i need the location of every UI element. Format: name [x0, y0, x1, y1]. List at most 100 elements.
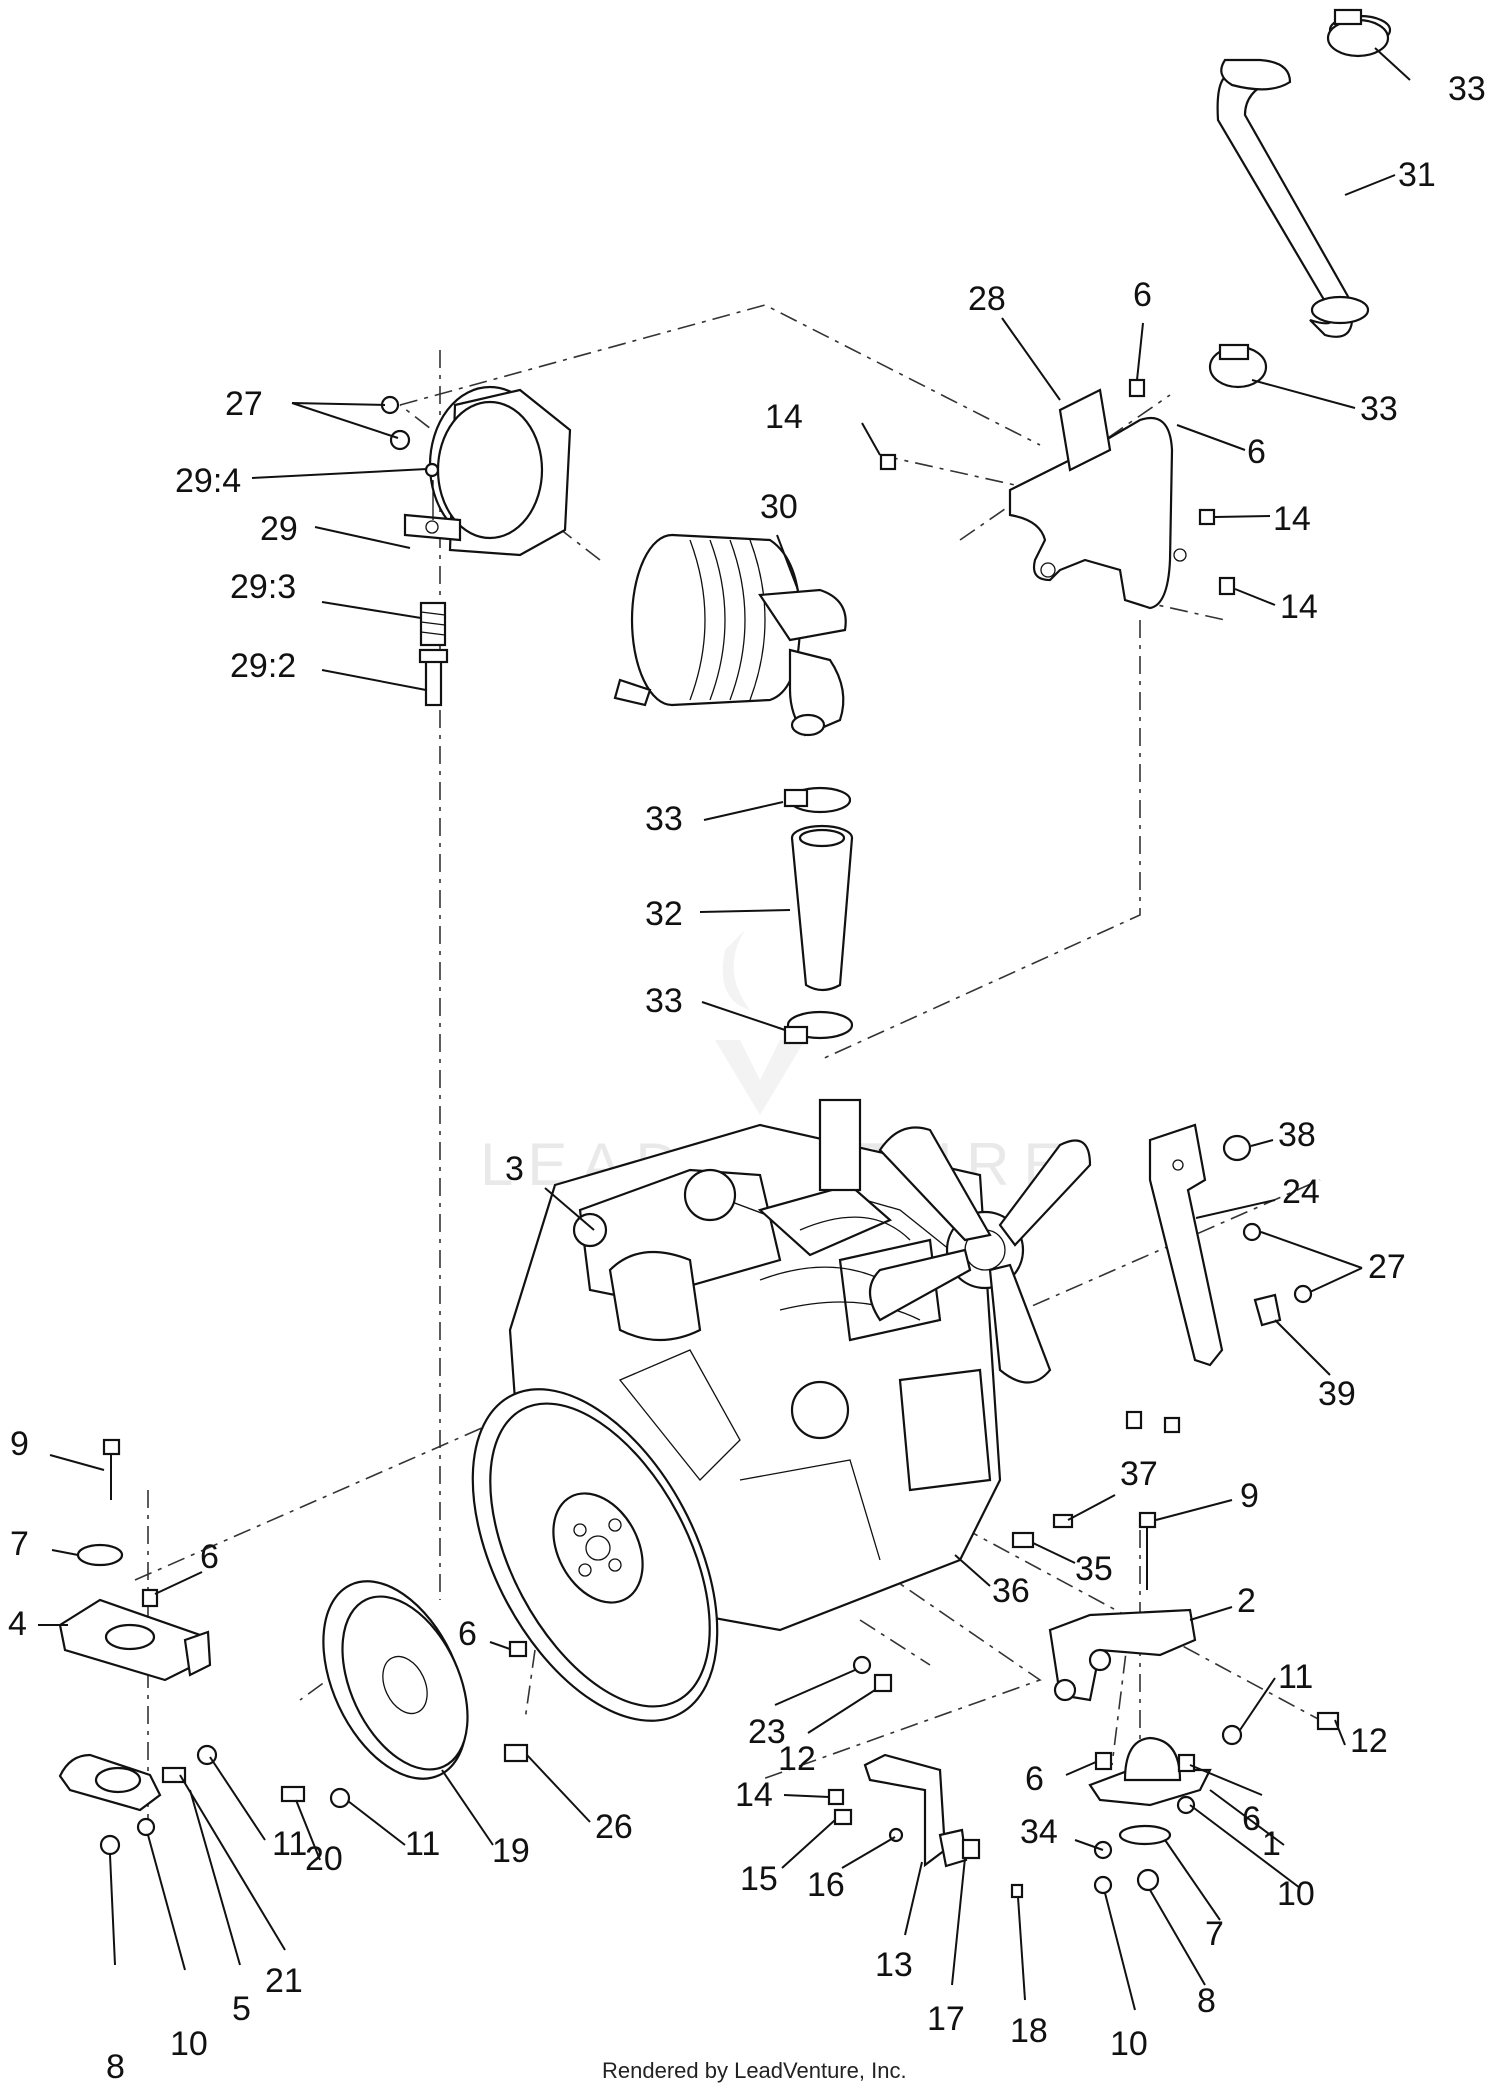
bolt-6-right-b — [1177, 1753, 1196, 1773]
callout-label: 11 — [272, 1825, 307, 1863]
callout-label: 31 — [1398, 156, 1436, 194]
callout-label: 8 — [1197, 1982, 1216, 2020]
fitting-35 — [1011, 1531, 1035, 1549]
callout-labels: 33 31 28 6 33 6 27 14 29:4 30 14 29 29:3… — [8, 70, 1486, 2086]
callout-label: 33 — [645, 800, 683, 838]
footer-credit: Rendered by LeadVenture, Inc. — [602, 2058, 907, 2083]
nut-8-left — [99, 1834, 121, 1856]
callout-label: 8 — [106, 2048, 125, 2086]
callout-label: 14 — [1273, 500, 1311, 538]
nut-27-c — [1242, 1222, 1262, 1242]
hose-clamp-mid — [783, 786, 852, 814]
bolt-21 — [161, 1766, 187, 1784]
callout-label: 11 — [1278, 1658, 1313, 1696]
callout-label: 15 — [740, 1860, 778, 1898]
callout-label: 1 — [1262, 1825, 1281, 1863]
air-cleaner-band — [403, 385, 572, 557]
callout-label: 13 — [875, 1946, 913, 1984]
callout-label: 14 — [735, 1776, 773, 1814]
callout-label: 33 — [645, 982, 683, 1020]
callout-label: 12 — [778, 1740, 816, 1778]
callout-label: 27 — [1368, 1248, 1406, 1286]
nut-27-d — [1293, 1284, 1313, 1304]
callout-label: 17 — [927, 2000, 965, 2038]
callout-label: 30 — [760, 488, 798, 526]
washer-7-right — [1118, 1824, 1172, 1846]
callout-label: 27 — [225, 385, 263, 423]
nut-17 — [961, 1838, 981, 1860]
engine-mount-right — [1088, 1736, 1212, 1807]
callout-label: 37 — [1120, 1455, 1158, 1493]
hose-clamp-lower — [783, 1010, 854, 1045]
callout-label: 14 — [765, 398, 803, 436]
callout-label: 35 — [1075, 1550, 1113, 1588]
callout-label: 26 — [595, 1808, 633, 1846]
callout-label: 3 — [505, 1150, 524, 1188]
bolt-14-c — [1218, 576, 1236, 596]
callout-label: 23 — [748, 1713, 786, 1751]
callout-label: 12 — [1350, 1722, 1388, 1760]
callout-label: 29 — [260, 510, 298, 548]
washer-29-4 — [424, 462, 440, 478]
bolt-14-a — [879, 453, 897, 471]
callout-label: 32 — [645, 895, 683, 933]
callout-label: 19 — [492, 1832, 530, 1870]
bolt-15 — [833, 1808, 853, 1826]
callout-label: 6 — [200, 1538, 219, 1576]
spring-29-3 — [419, 601, 447, 647]
callout-label: 10 — [1110, 2025, 1148, 2063]
callout-label: 20 — [305, 1840, 343, 1878]
callout-label: 33 — [1448, 70, 1486, 108]
bolt-9-left — [102, 1438, 121, 1500]
bolt-12-mid — [873, 1673, 893, 1693]
callout-label: 9 — [10, 1425, 29, 1463]
callout-label: 34 — [1020, 1813, 1058, 1851]
bolt-6-flywheel — [508, 1640, 528, 1658]
hose-clamp-upper-mid — [1208, 343, 1268, 389]
air-cleaner-bracket — [1008, 388, 1187, 610]
washer-7-left — [76, 1543, 124, 1567]
callout-label: 6 — [1242, 1800, 1261, 1838]
nut-10-right — [1176, 1795, 1196, 1815]
callout-label: 7 — [1205, 1915, 1224, 1953]
crankshaft-pulley — [322, 1580, 469, 1780]
washer-23 — [852, 1655, 872, 1675]
nut-27-b — [389, 429, 411, 451]
bolt-14-d — [827, 1788, 845, 1806]
callout-label: 29:3 — [230, 568, 296, 606]
bolt-6-mid-a — [1125, 1410, 1143, 1430]
callout-label: 6 — [1133, 276, 1152, 314]
bolt-6-mid-b — [1163, 1416, 1181, 1434]
bolt-6-right-a — [1094, 1751, 1113, 1771]
bolt-20 — [280, 1785, 306, 1803]
callout-label: 16 — [807, 1866, 845, 1904]
air-cleaner — [613, 533, 847, 737]
callout-label: 14 — [1280, 588, 1318, 626]
callout-label: 33 — [1360, 390, 1398, 428]
intake-hose-lower — [790, 824, 854, 992]
watermark-logo — [715, 930, 805, 1115]
bolt-6-top — [1128, 378, 1146, 398]
callout-label: 29:4 — [175, 462, 241, 500]
intake-hose-upper — [1216, 14, 1392, 338]
callout-label: 24 — [1282, 1173, 1320, 1211]
callout-label: 10 — [170, 2025, 208, 2063]
callout-label: 36 — [992, 1572, 1030, 1610]
nut-8-right — [1136, 1868, 1160, 1892]
callout-label: 4 — [8, 1605, 27, 1643]
callout-label: 28 — [968, 280, 1006, 318]
callout-label: 11 — [405, 1825, 440, 1863]
callout-label: 6 — [1025, 1760, 1044, 1798]
bolt-26 — [503, 1743, 529, 1763]
flywheel — [471, 1388, 719, 1722]
bolt-9-right — [1138, 1511, 1157, 1590]
bolt-14-b — [1198, 508, 1216, 526]
callout-label: 5 — [232, 1990, 251, 2028]
stud-29-2 — [418, 648, 449, 707]
screw-18 — [1010, 1883, 1024, 1899]
callout-label: 21 — [265, 1962, 303, 2000]
callout-label: 6 — [458, 1615, 477, 1653]
leader-lines — [38, 47, 1411, 2011]
